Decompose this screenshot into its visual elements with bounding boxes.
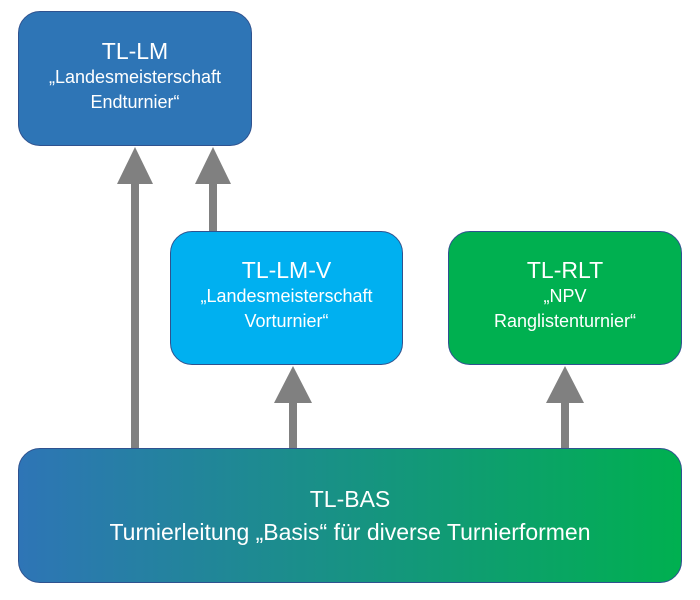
arrow-up-icon bbox=[274, 366, 312, 403]
arrow-up-icon bbox=[546, 366, 584, 403]
arrow-shaft bbox=[131, 182, 139, 448]
edge-bas-to-rlt bbox=[546, 366, 584, 448]
node-tl-lm-v: TL-LM-V „Landesmeisterschaft Vorturnier“ bbox=[170, 231, 403, 365]
edge-bas-to-lmv bbox=[274, 366, 312, 448]
node-tl-rlt: TL-RLT „NPV Ranglistenturnier“ bbox=[448, 231, 682, 365]
arrow-shaft bbox=[561, 401, 569, 448]
arrow-shaft bbox=[289, 401, 297, 448]
arrow-up-icon bbox=[117, 147, 153, 184]
edge-lmv-to-lm bbox=[195, 147, 231, 231]
node-subtitle-line2: Endturnier“ bbox=[90, 91, 180, 112]
node-title: TL-BAS bbox=[309, 485, 391, 512]
node-title: TL-LM bbox=[101, 37, 169, 64]
node-subtitle: Turnierleitung „Basis“ für diverse Turni… bbox=[109, 518, 591, 545]
node-tl-bas: TL-BAS Turnierleitung „Basis“ für divers… bbox=[18, 448, 682, 583]
node-subtitle-line2: Ranglistenturnier“ bbox=[493, 311, 637, 331]
edge-bas-to-lm bbox=[117, 147, 153, 448]
node-subtitle-line1: „Landesmeisterschaft bbox=[200, 286, 373, 306]
arrow-shaft bbox=[209, 182, 217, 231]
node-title: TL-RLT bbox=[526, 257, 604, 283]
node-subtitle-line2: Vorturnier“ bbox=[244, 311, 329, 331]
node-tl-lm: TL-LM „Landesmeisterschaft Endturnier“ bbox=[18, 11, 252, 146]
node-subtitle-line1: „Landesmeisterschaft bbox=[48, 66, 222, 87]
node-title: TL-LM-V bbox=[241, 257, 332, 283]
arrow-up-icon bbox=[195, 147, 231, 184]
node-subtitle-line1: „NPV bbox=[543, 286, 587, 306]
